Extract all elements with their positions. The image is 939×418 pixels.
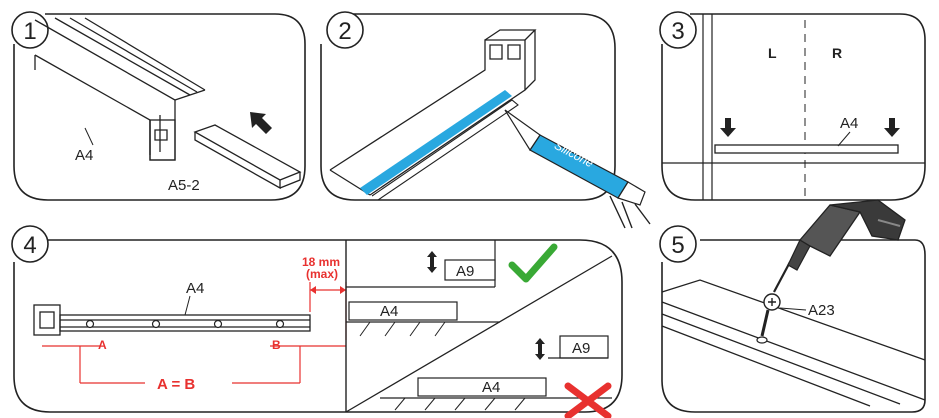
step-number-3: 3 bbox=[671, 18, 684, 45]
panel-1-frame bbox=[13, 13, 306, 201]
profile-panel5 bbox=[661, 279, 926, 407]
panel-4: 4 A4 18 mm bbox=[11, 225, 623, 418]
panel-3: 3 L R A4 bbox=[659, 11, 926, 201]
label-a4-panel3: A4 bbox=[840, 115, 858, 132]
step-badge-4 bbox=[11, 225, 49, 263]
profile-a4-part bbox=[34, 17, 206, 161]
mark-a: A bbox=[98, 338, 107, 352]
step-number-2: 2 bbox=[338, 18, 351, 45]
panel-5-frame bbox=[661, 239, 926, 413]
correct-example: A9 A4 bbox=[346, 240, 558, 337]
profile-diagonal bbox=[329, 29, 537, 196]
step-number-1: 1 bbox=[23, 18, 36, 45]
down-arrow-icon bbox=[720, 118, 736, 137]
label-left: L bbox=[768, 45, 777, 61]
check-icon bbox=[508, 243, 558, 283]
step-badge-2 bbox=[326, 11, 364, 49]
leader-a4 bbox=[84, 127, 94, 146]
step-number-4: 4 bbox=[23, 232, 36, 259]
double-arrow-icon bbox=[535, 338, 545, 360]
panel-4-frame bbox=[13, 239, 623, 413]
measure-lines bbox=[42, 282, 347, 384]
panel-5: 5 A23 bbox=[659, 199, 926, 413]
label-a5-2: A5-2 bbox=[168, 177, 200, 194]
double-arrow-icon bbox=[427, 251, 437, 273]
mark-b: B bbox=[272, 338, 281, 352]
profile-front-view bbox=[33, 304, 311, 336]
step-number-5: 5 bbox=[671, 232, 684, 259]
bad-label-a4: A4 bbox=[482, 379, 500, 396]
profile-a4-top-view bbox=[714, 144, 899, 154]
push-arrow-icon bbox=[250, 112, 272, 134]
label-a4-panel4: A4 bbox=[186, 280, 204, 297]
step-badge-5 bbox=[659, 225, 697, 263]
screw-holes bbox=[85, 319, 285, 329]
screwdriver-icon bbox=[773, 199, 906, 293]
bad-label-a9: A9 bbox=[572, 340, 590, 357]
gap-note: (max) bbox=[306, 267, 338, 281]
panel-1: 1 A4 A5-2 bbox=[11, 11, 306, 201]
panel-2: 2 Silicone bbox=[320, 11, 651, 229]
silicone-bead bbox=[360, 90, 512, 195]
insert-a5-2-part bbox=[193, 124, 302, 190]
ok-label-a9: A9 bbox=[456, 263, 474, 280]
equation-a-equals-b: A = B bbox=[157, 376, 195, 393]
cross-icon bbox=[564, 382, 612, 418]
label-a23: A23 bbox=[808, 302, 835, 319]
down-arrow-icon bbox=[884, 118, 900, 137]
incorrect-example: A9 A4 bbox=[380, 335, 612, 418]
ok-label-a4: A4 bbox=[380, 303, 398, 320]
label-a4: A4 bbox=[75, 147, 93, 164]
screw-a23 bbox=[760, 293, 781, 337]
screw-hole bbox=[756, 336, 768, 344]
silicone-tube: Silicone bbox=[504, 109, 651, 229]
step-badge-1 bbox=[11, 11, 49, 49]
gap-value: 18 mm bbox=[302, 255, 340, 269]
panel-3-frame bbox=[661, 13, 926, 201]
step-badge-3 bbox=[659, 11, 697, 49]
label-right: R bbox=[832, 45, 842, 61]
